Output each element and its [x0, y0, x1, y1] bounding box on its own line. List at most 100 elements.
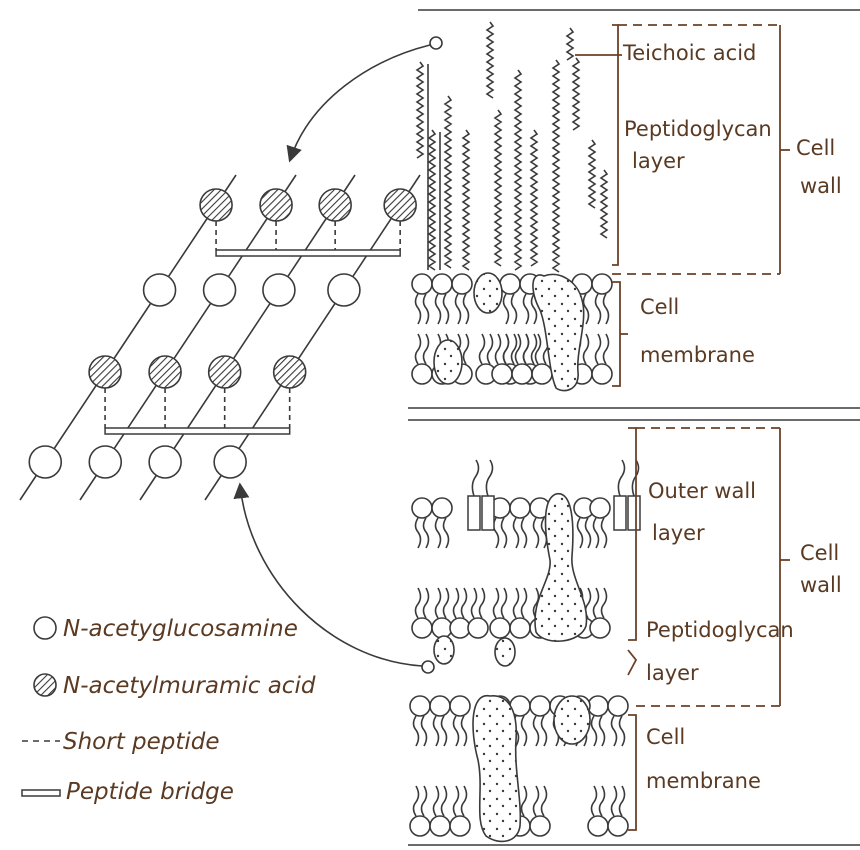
muramic-acid-unit: [274, 356, 306, 388]
lipid-head: [432, 618, 452, 638]
transmembrane-protein: [473, 696, 520, 842]
lipid-tail: [416, 294, 421, 324]
peptidoglycan-strand: [495, 110, 501, 266]
porin-rect: [482, 496, 494, 530]
lipid-tail: [522, 716, 527, 746]
label-outer-wall: Outer wall: [648, 479, 756, 503]
lipid-tail: [592, 786, 597, 816]
lipid-tail: [602, 518, 607, 548]
peptidoglycan-strand: [531, 130, 537, 266]
lipid-tail: [578, 518, 583, 548]
glucosamine-unit: [204, 274, 236, 306]
lipid-tail: [620, 716, 625, 746]
peptidoglycan-strand: [573, 58, 579, 130]
lipid-tail: [480, 334, 485, 364]
lipid-tail: [592, 716, 597, 746]
legend-muramic: N-acetylmuramic acid: [63, 673, 316, 699]
lipid-tail: [416, 334, 421, 364]
lipid-tail: [416, 588, 421, 618]
peptidoglycan-strand: [445, 96, 451, 268]
lipid-head: [588, 696, 608, 716]
lipid-tail: [422, 786, 427, 816]
lipid-tail: [594, 588, 599, 618]
lps-chain: [618, 460, 624, 496]
lipid-head: [490, 618, 510, 638]
lipid-tail: [534, 786, 539, 816]
peptidoglycan-strand: [429, 130, 435, 270]
label-neg-cell-wall-1: Cell: [800, 541, 839, 565]
arrow-origin-top: [430, 37, 442, 49]
lipid-head: [468, 618, 488, 638]
glucosamine-legend-icon: [34, 617, 56, 639]
gram-positive-wall: [417, 22, 607, 272]
muramic-acid-unit: [149, 356, 181, 388]
lipid-head: [590, 498, 610, 518]
peptidoglycan-strand: [601, 170, 607, 238]
muramic-acid-unit: [200, 189, 232, 221]
lipid-head: [430, 816, 450, 836]
neg-peptidoglycan-bracket: [628, 650, 636, 675]
lipid-tail: [454, 716, 459, 746]
lipid-tail: [534, 518, 539, 548]
legend-short-peptide: Short peptide: [63, 729, 220, 755]
lipid-head: [592, 364, 612, 384]
membrane-protein: [554, 696, 590, 744]
lipid-tail: [414, 786, 419, 816]
label-outer-wall-layer: layer: [652, 521, 705, 545]
legend-peptide-bridge: Peptide bridge: [66, 779, 234, 805]
lps-chain: [472, 460, 478, 496]
peptidoglycan-strand: [487, 22, 493, 98]
lipid-tail: [416, 518, 421, 548]
lipid-tail: [424, 518, 429, 548]
peptidoglycan-strand: [553, 60, 559, 272]
glucosamine-unit: [89, 446, 121, 478]
lipid-tail: [442, 716, 447, 746]
peptidoglycan-strand: [463, 130, 469, 270]
lipid-tail: [612, 786, 617, 816]
lipid-tail: [522, 588, 527, 618]
lipid-tail: [436, 294, 441, 324]
lipid-tail: [502, 518, 507, 548]
glucosamine-unit: [149, 446, 181, 478]
lipid-tail: [514, 588, 519, 618]
lipid-tail: [424, 588, 429, 618]
lipid-tail: [502, 588, 507, 618]
lipid-head: [412, 618, 432, 638]
lipid-tail: [462, 588, 467, 618]
lipid-tail: [604, 334, 609, 364]
lipid-head: [450, 696, 470, 716]
peptidoglycan-lattice: [20, 175, 420, 500]
lipid-head: [608, 696, 628, 716]
lipid-tail: [442, 786, 447, 816]
porin-rect: [628, 496, 640, 530]
lipid-tail: [456, 294, 461, 324]
lipid-tail: [584, 334, 589, 364]
lipid-tail: [464, 294, 469, 324]
muramic-acid-unit: [319, 189, 351, 221]
label-cell-membrane-1: Cell: [640, 295, 679, 319]
lipid-head: [412, 498, 432, 518]
lipid-tail: [512, 294, 517, 324]
lipid-tail: [596, 294, 601, 324]
lipid-tail: [454, 588, 459, 618]
arrow-to-lattice-top: [290, 45, 430, 160]
membrane-bracket: [612, 282, 620, 386]
lipid-head: [532, 364, 552, 384]
gram-negative-membrane: [410, 696, 628, 842]
label-peptidoglycan: Peptidoglycan: [624, 117, 772, 141]
membrane-protein: [434, 636, 454, 664]
lipid-tail: [436, 588, 441, 618]
lipid-tail: [586, 518, 591, 548]
lipid-tail: [524, 294, 529, 324]
lipid-head: [432, 274, 452, 294]
lipid-tail: [488, 334, 493, 364]
label-neg-cell-membrane-2: membrane: [646, 769, 761, 793]
arrow-origin-bottom: [422, 661, 434, 673]
glucosamine-unit: [29, 446, 61, 478]
glucosamine-unit: [214, 446, 246, 478]
neg-membrane-bracket: [628, 715, 636, 830]
peptidoglycan-strand: [567, 28, 573, 60]
muramic-legend-icon: [34, 674, 56, 696]
lipid-tail: [444, 294, 449, 324]
